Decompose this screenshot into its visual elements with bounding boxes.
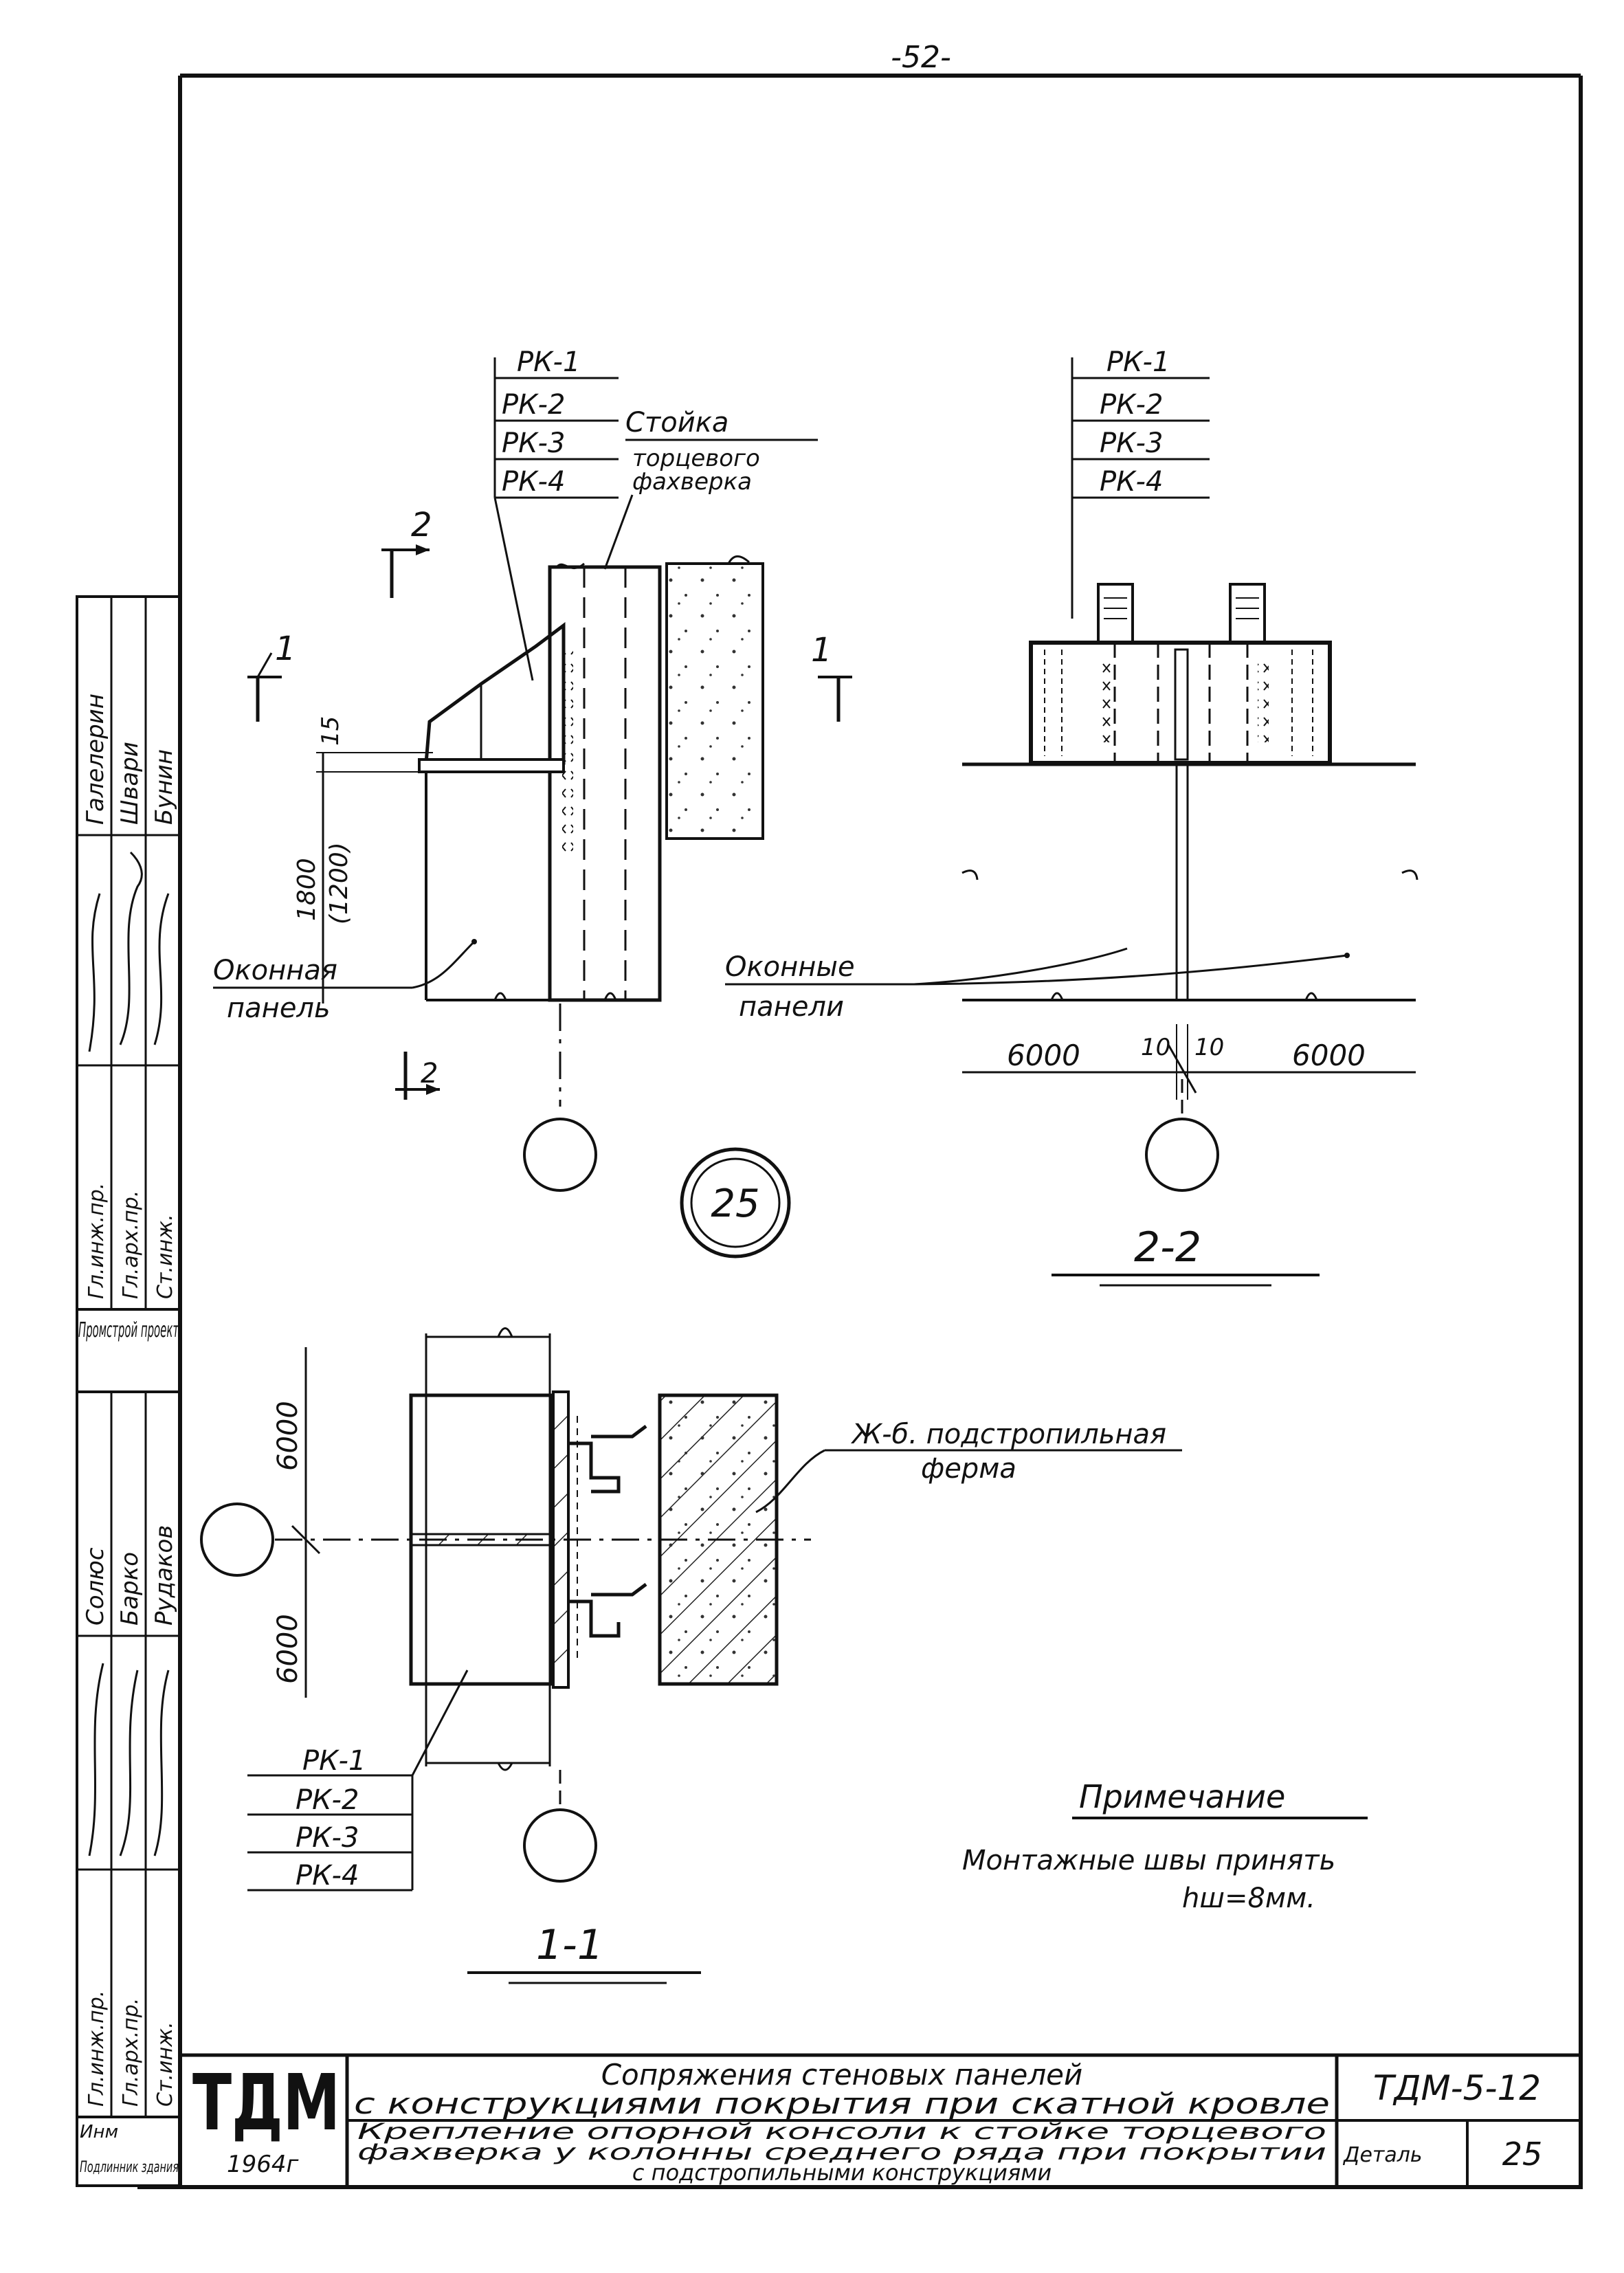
mark-table-right: РК-1 РК-2 РК-3 РК-4 [1071, 346, 1210, 619]
dim-10b: 10 [1194, 1034, 1224, 1061]
note-title: Примечание [1079, 1778, 1285, 1815]
section-1-right-label: 1 [811, 631, 832, 669]
signature-lower [88, 1663, 170, 1856]
sidebar-bottom-a: Инм [80, 2122, 118, 2142]
detail-number: 25 [1502, 2136, 1543, 2173]
dim-6000-vert-top: 6000 [272, 1401, 304, 1471]
sidebar-role-upper-3: Ст.инж. [153, 1214, 177, 1299]
callout-number: 25 [711, 1182, 759, 1226]
dim-6000-left: 6000 [1007, 1039, 1080, 1072]
view-2-2: РК-1 РК-2 РК-3 РК-4 [725, 346, 1419, 1287]
sidebar-name-lower-2: Барко [116, 1552, 144, 1626]
dim-6000-right: 6000 [1292, 1039, 1366, 1072]
dim-1200: (1200) [325, 842, 353, 924]
sidebar-role-upper-2: Гл.арх.пр. [119, 1190, 143, 1299]
stoyka-label-2: торцевого [632, 445, 760, 472]
section-mark-1-right: 1 [811, 631, 852, 722]
note-line-1: Монтажные швы принять [962, 1845, 1335, 1876]
mark-table-left: РК-1 РК-2 РК-3 РК-4 [493, 346, 619, 681]
section-2-top-label: 2 [411, 506, 432, 544]
page-number: -52- [891, 40, 951, 75]
sidebar-name-lower-3: Рудаков [151, 1525, 178, 1626]
side-section-view: РК-1 РК-2 РК-3 РК-4 Стойка торцевого фах… [213, 346, 852, 1192]
sidebar-role-lower-3: Ст.инж. [153, 2021, 177, 2107]
detail-callout: 25 [680, 1147, 791, 1259]
sidebar-name-upper-1: Галелерин [82, 694, 109, 825]
subtitle-line-1: Крепление опорной консоли к стойке торце… [357, 2118, 1326, 2144]
title-line-1: Сопряжения стеновых панелей [601, 2058, 1083, 2092]
ferma-label-2: ферма [921, 1453, 1016, 1485]
view-1-1: 6000 6000 Ж-б. подстропильная ферма РК-1… [200, 1327, 1182, 1984]
title-block: ТДМ 1964г Сопряжения стеновых панелей с … [180, 2053, 1581, 2187]
note-line-2: hш=8мм. [1182, 1883, 1315, 1914]
mark-right-1: РК-1 [1106, 346, 1170, 378]
dim-10a: 10 [1141, 1034, 1170, 1061]
view-1-1-title: 1-1 [536, 1921, 603, 1969]
stoyka-label-3: фахверка [632, 468, 752, 496]
mark-left-2: РК-2 [502, 389, 565, 421]
mark-right-2: РК-2 [1100, 389, 1163, 421]
mark-left-4: РК-4 [502, 466, 565, 498]
sidebar-name-upper-2: Швари [116, 742, 144, 825]
mark-bottom-4: РК-4 [296, 1860, 359, 1892]
okonnaya-label-1: Оконная [213, 955, 337, 986]
sidebar-role-lower-1: Гл.инж.пр. [85, 1991, 109, 2107]
subtitle-line-2: фахверка у колонны среднего ряда при пок… [357, 2139, 1326, 2165]
mark-left-1: РК-1 [517, 346, 580, 378]
mark-bottom-2: РК-2 [296, 1784, 359, 1816]
mark-left-3: РК-3 [502, 428, 565, 459]
subtitle-line-3: с подстропильными конструкциями [632, 2160, 1052, 2186]
logo-text: ТДМ [192, 2059, 340, 2148]
section-1-left-label: 1 [275, 630, 296, 668]
mark-right-4: РК-4 [1100, 466, 1163, 498]
dim-1800: 1800 [293, 858, 321, 921]
signature-upper [88, 851, 170, 1052]
mark-right-3: РК-3 [1100, 428, 1163, 459]
mark-bottom-3: РК-3 [296, 1822, 359, 1854]
detail-label: Деталь [1342, 2143, 1423, 2167]
approval-sidebar: Галелерин Швари Бунин Гл.инж.пр. Гл.арх.… [76, 595, 181, 2187]
mark-bottom-1: РК-1 [302, 1745, 366, 1777]
section-2-bottom-label: 2 [421, 1058, 438, 1089]
sidebar-role-upper-1: Гл.инж.пр. [85, 1183, 109, 1299]
okonnaya-label-2: панель [227, 993, 331, 1024]
sidebar-role-lower-2: Гл.арх.пр. [119, 1998, 143, 2107]
ferma-label-1: Ж-б. подстропильная [850, 1419, 1166, 1450]
okonnye-label-2: панели [739, 991, 844, 1023]
title-line-2: с конструкциями покрытия при скатной кро… [354, 2087, 1330, 2120]
mark-table-bottom: РК-1 РК-2 РК-3 РК-4 [247, 1670, 469, 1892]
sidebar-name-lower-1: Солюс [82, 1547, 109, 1626]
logo-year: 1964г [227, 2151, 300, 2178]
stoyka-label-1: Стойка [625, 407, 728, 439]
okonnye-label-1: Оконные [725, 951, 855, 983]
note-block: Примечание Монтажные швы принять hш=8мм. [962, 1778, 1368, 1914]
sidebar-name-upper-3: Бунин [151, 749, 178, 825]
sheet-code: ТДМ-5-12 [1373, 2068, 1541, 2108]
view-2-2-title: 2-2 [1134, 1223, 1201, 1272]
dim-15: 15 [317, 716, 344, 746]
dim-6000-vert-bottom: 6000 [272, 1614, 304, 1684]
section-mark-2-top: 2 [381, 506, 432, 598]
sidebar-institute: Промстрой проект [78, 1318, 179, 1342]
section-mark-1-left: 1 [247, 630, 296, 722]
sidebar-bottom-b: Подлинник здания [80, 2159, 179, 2176]
section-mark-2-bottom: 2 [395, 1052, 440, 1100]
